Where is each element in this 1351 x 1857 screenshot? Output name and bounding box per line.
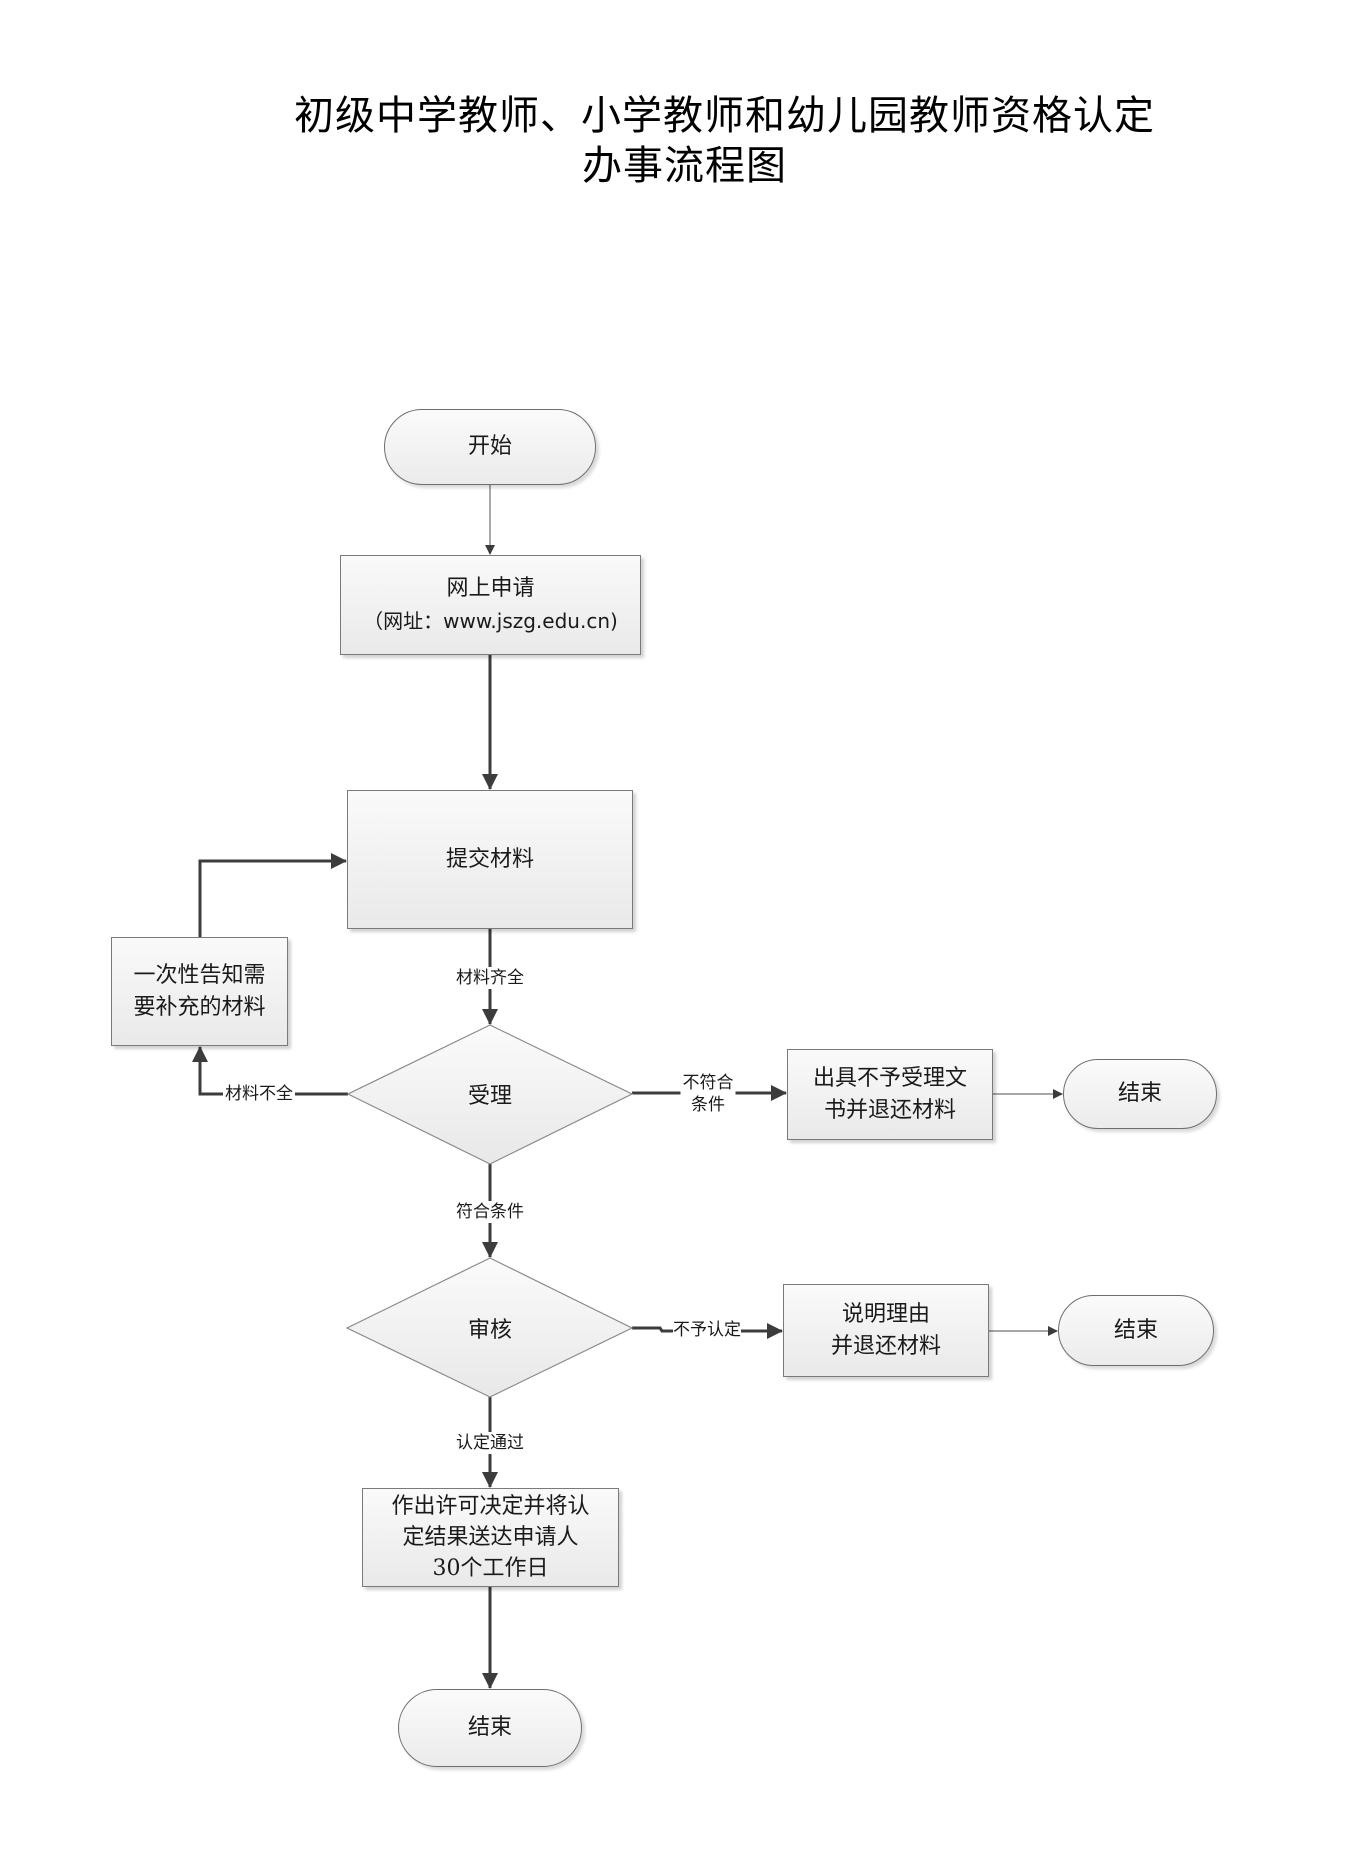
reason-line-2: 并退还材料 bbox=[830, 1333, 941, 1359]
decision-box: 作出许可决定并将认 定结果送达申请人 30个工作日 bbox=[362, 1488, 619, 1587]
edge-accept-supplement bbox=[192, 1046, 348, 1096]
page-title: 初级中学教师、小学教师和幼儿园教师资格认定 bbox=[294, 93, 1155, 139]
end-3-label: 结束 bbox=[467, 1715, 512, 1740]
apply-website: （网址：www.jszg.edu.cn) bbox=[363, 609, 618, 633]
apply-label: 网上申请 bbox=[446, 576, 535, 601]
end-terminal-3: 结束 bbox=[398, 1689, 582, 1767]
accept-label: 受理 bbox=[467, 1084, 513, 1109]
review-diamond bbox=[345, 1257, 634, 1398]
reject-line-2: 书并退还材料 bbox=[823, 1097, 956, 1123]
edge-label-not-eligible: 不符合 条件 bbox=[680, 1072, 736, 1116]
apply-online-box: 网上申请 （网址：www.jszg.edu.cn) bbox=[340, 555, 641, 655]
supplement-line-1: 一次性告知需 bbox=[133, 962, 266, 988]
reason-box: 说明理由 并退还材料 bbox=[783, 1284, 989, 1377]
reject-line-1: 出具不予受理文 bbox=[812, 1065, 967, 1091]
end-2-label: 结束 bbox=[1113, 1317, 1158, 1343]
decision-line-2: 定结果送达申请人 bbox=[402, 1525, 579, 1550]
end-terminal-1: 结束 bbox=[1063, 1059, 1217, 1129]
edge-label-materials-incomplete: 材料不全 bbox=[223, 1083, 295, 1105]
decision-line-3: 30个工作日 bbox=[432, 1556, 549, 1581]
decision-line-1: 作出许可决定并将认 bbox=[391, 1494, 590, 1519]
reason-line-1: 说明理由 bbox=[841, 1301, 930, 1327]
edge-supplement-submit bbox=[198, 853, 347, 937]
edge-label-materials-complete: 材料齐全 bbox=[454, 967, 526, 989]
edge-label-not-certified: 不予认定 bbox=[673, 1319, 741, 1341]
page-subtitle: 办事流程图 bbox=[582, 143, 787, 189]
submit-label: 提交材料 bbox=[445, 846, 534, 872]
review-label: 审核 bbox=[467, 1318, 513, 1343]
supplement-notice-box: 一次性告知需 要补充的材料 bbox=[111, 937, 288, 1046]
start-terminal: 开始 bbox=[384, 409, 596, 485]
accept-diamond bbox=[346, 1024, 634, 1165]
not-eligible-line-1: 不符合 bbox=[682, 1073, 734, 1093]
end-terminal-2: 结束 bbox=[1058, 1295, 1214, 1366]
reject-notice-box: 出具不予受理文 书并退还材料 bbox=[787, 1049, 993, 1140]
submit-materials-box: 提交材料 bbox=[347, 790, 633, 929]
start-label: 开始 bbox=[467, 434, 512, 459]
supplement-line-2: 要补充的材料 bbox=[133, 994, 266, 1020]
edge-label-eligible: 符合条件 bbox=[454, 1201, 526, 1223]
not-eligible-line-2: 条件 bbox=[691, 1095, 725, 1115]
end-1-label: 结束 bbox=[1117, 1081, 1162, 1106]
edge-label-certified: 认定通过 bbox=[454, 1432, 526, 1454]
